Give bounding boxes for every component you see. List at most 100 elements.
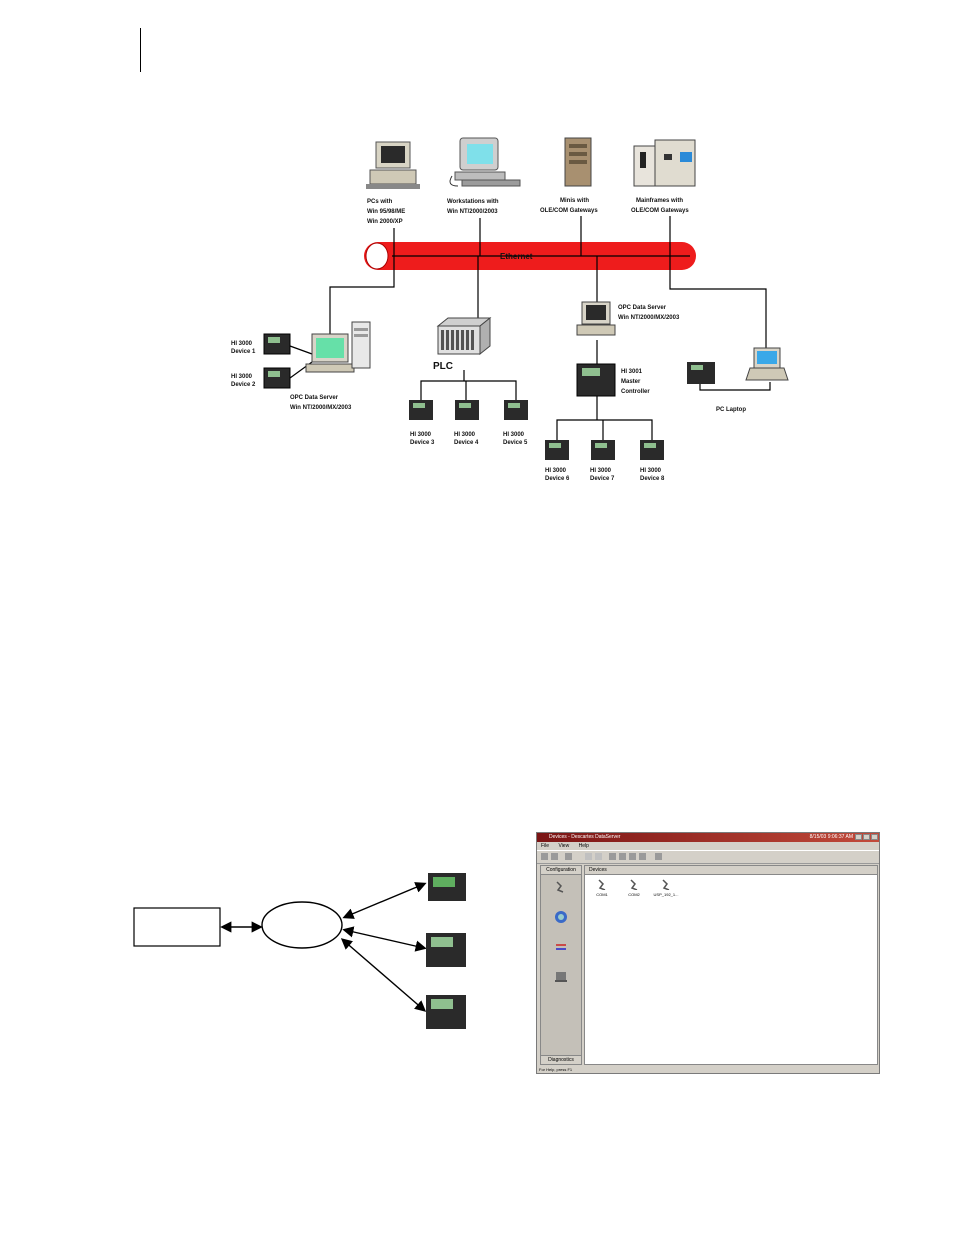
device-8-label-2: Device 8: [640, 476, 665, 482]
device-7-icon: [591, 440, 615, 460]
transfer-icon[interactable]: [554, 940, 568, 954]
mainframes-label-1: Mainframes with: [636, 198, 683, 204]
pc-laptop-label: PC Laptop: [716, 407, 746, 413]
device-8-icon: [640, 440, 664, 460]
menu-view[interactable]: View: [558, 843, 570, 849]
host-box: [133, 907, 221, 947]
minis-label-1: Minis with: [560, 198, 589, 204]
minis-label-2: OLE/COM Gateways: [540, 208, 598, 214]
window-title-bar: Devices - Descartes DataServer 8/15/03 9…: [537, 833, 879, 842]
top-links: [393, 216, 671, 256]
opc-left-label-2: Win NT/2000/MX/2003: [290, 405, 352, 411]
device-3-label-1: HI 3000: [410, 432, 432, 438]
device-2-label-2: Device 2: [231, 382, 256, 388]
toolbar-button-5[interactable]: [595, 853, 602, 860]
ethernet-label: Ethernet: [500, 252, 533, 261]
laptop-icon: [745, 347, 789, 381]
device-8-label-1: HI 3000: [640, 468, 662, 474]
device-1-label-2: Device 1: [231, 349, 256, 355]
margin-rule: [140, 28, 141, 72]
device-5-label-2: Device 5: [503, 440, 528, 446]
device-2-label-1: HI 3000: [231, 374, 253, 380]
workstations-label-2: Win NT/2000/2003: [447, 209, 498, 215]
pcs-label-1: PCs with: [367, 199, 393, 205]
window-title: Devices - Descartes DataServer: [549, 834, 621, 840]
diagnostics-tab[interactable]: Diagnostics: [541, 1055, 581, 1064]
device-item-com2[interactable]: COM2: [619, 878, 649, 897]
device-1-label-1: HI 3000: [231, 341, 253, 347]
master-label-3: Controller: [621, 389, 650, 395]
devices-header: Devices: [585, 866, 877, 875]
device-item-com1[interactable]: COM1: [587, 878, 617, 897]
schematic-device-3-icon: [426, 995, 466, 1029]
maximize-button[interactable]: [863, 834, 870, 840]
bottom-links: [289, 256, 771, 440]
plug-icon[interactable]: [554, 880, 568, 894]
schematic-diagram: [133, 873, 466, 1029]
toolbar: [537, 850, 879, 864]
left-pane: Configuration Diagnostics: [540, 865, 582, 1065]
device-2-icon: [263, 367, 291, 389]
device-6-icon: [545, 440, 569, 460]
globe-icon[interactable]: [554, 910, 568, 924]
device-5-label-1: HI 3000: [503, 432, 525, 438]
plc-label: PLC: [433, 361, 453, 372]
device-item-label: USP_192_1...: [653, 892, 679, 897]
device-3-label-2: Device 3: [410, 440, 435, 446]
opc-server-left-icon: [305, 321, 371, 373]
toolbar-button-7[interactable]: [619, 853, 626, 860]
device-7-label-2: Device 7: [590, 476, 615, 482]
pc-icon: [366, 141, 420, 189]
toolbar-button-2[interactable]: [551, 853, 558, 860]
master-label-2: Master: [621, 379, 641, 385]
mainframes-label-2: OLE/COM Gateways: [631, 208, 689, 214]
toolbar-button-10[interactable]: [655, 853, 662, 860]
configuration-tab[interactable]: Configuration: [541, 866, 581, 875]
device-6-label-2: Device 6: [545, 476, 570, 482]
opc-server-right-icon: [576, 301, 616, 336]
device-5-icon: [504, 400, 528, 420]
ethernet-bus: [364, 242, 696, 270]
close-button[interactable]: [871, 834, 878, 840]
toolbar-button-4[interactable]: [585, 853, 592, 860]
hub-ellipse: [261, 901, 343, 949]
toolbar-button-1[interactable]: [541, 853, 548, 860]
workstations-label-1: Workstations with: [447, 199, 499, 205]
minimize-button[interactable]: [855, 834, 862, 840]
schematic-device-2-icon: [426, 933, 466, 967]
plug-icon: [630, 879, 638, 891]
menu-help[interactable]: Help: [578, 843, 589, 849]
devices-header-label: Devices: [589, 867, 607, 873]
right-pane: Devices COM1 COM2 USP_192_1...: [584, 865, 878, 1065]
device-6-label-1: HI 3000: [545, 468, 567, 474]
plug-icon: [662, 879, 670, 891]
master-label-1: HI 3001: [621, 369, 643, 375]
toolbar-button-6[interactable]: [609, 853, 616, 860]
workstation-icon: [449, 137, 521, 187]
device-7-label-1: HI 3000: [590, 468, 612, 474]
device-item-label: COM1: [596, 892, 608, 897]
plc-icon: [436, 316, 492, 356]
menu-file[interactable]: File: [541, 843, 550, 849]
plug-icon: [598, 879, 606, 891]
laptop-device-icon: [687, 362, 715, 384]
toolbar-button-9[interactable]: [639, 853, 646, 860]
device-1-icon: [263, 333, 291, 355]
device-item-usp[interactable]: USP_192_1...: [651, 878, 681, 897]
device-4-label-1: HI 3000: [454, 432, 476, 438]
toolbar-button-3[interactable]: [565, 853, 572, 860]
pcs-label-3: Win 2000/XP: [367, 219, 403, 225]
device-item-label: COM2: [628, 892, 640, 897]
opc-right-label-2: Win NT/2000/MX/2003: [618, 315, 680, 321]
opc-left-label-1: OPC Data Server: [290, 395, 339, 401]
status-bar: For Help, press F1: [539, 1067, 573, 1072]
schematic-device-1-icon: [428, 873, 466, 901]
toolbar-button-8[interactable]: [629, 853, 636, 860]
computer-icon[interactable]: [554, 970, 568, 984]
app-window-screenshot: Devices - Descartes DataServer 8/15/03 9…: [536, 832, 880, 1074]
mainframe-icon: [633, 139, 696, 187]
mini-computer-icon: [564, 137, 592, 187]
device-4-icon: [455, 400, 479, 420]
menu-bar: File View Help: [537, 842, 879, 850]
